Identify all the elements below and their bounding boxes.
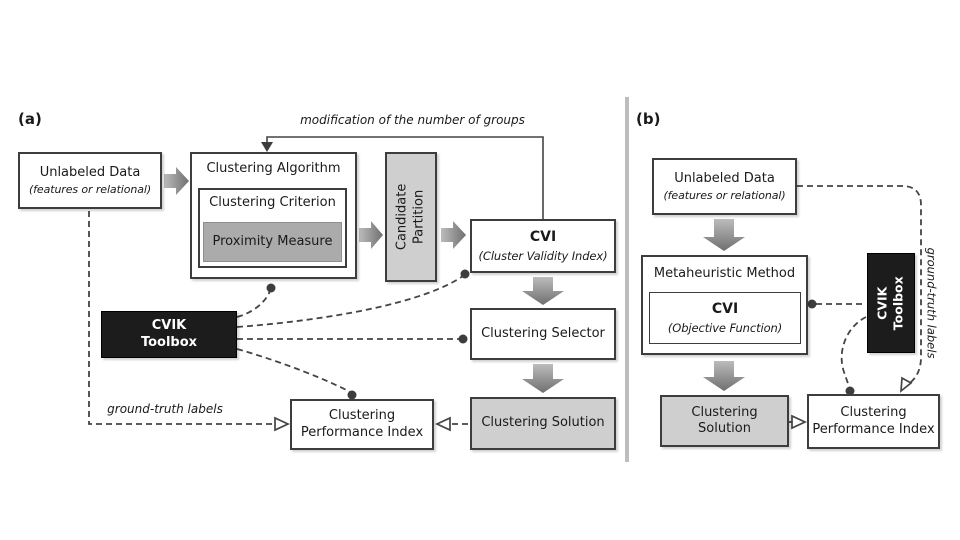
arrow-cvi-to-selector <box>522 277 564 305</box>
unlabeled-data-subtitle-a: (features or relational) <box>28 182 152 196</box>
arrowhead-into-performance-right-a <box>434 416 451 432</box>
clustering-solution-title-a: Clustering Solution <box>481 415 605 431</box>
panel-divider <box>625 97 629 462</box>
box-cvi-a: CVI (Cluster Validity Index) <box>470 219 616 273</box>
box-unlabeled-data-b: Unlabeled Data (features or relational) <box>652 158 797 215</box>
ground-truth-label-a: ground-truth labels <box>107 402 223 416</box>
box-cvik-toolbox-a: CVIK Toolbox <box>101 311 237 358</box>
arrow-unlabeled-to-metaheuristic <box>703 219 745 251</box>
link-cvik-to-cvi <box>236 275 464 328</box>
clustering-solution-title-b: Clustering Solution <box>691 404 758 436</box>
link-cvik-to-algorithm <box>236 290 271 318</box>
box-proximity-measure: Proximity Measure <box>203 222 342 262</box>
clustering-algorithm-title: Clustering Algorithm <box>206 161 341 176</box>
proximity-measure-title: Proximity Measure <box>212 233 333 249</box>
arrowhead-groundtruth-a <box>274 416 291 432</box>
unlabeled-data-title-a: Unlabeled Data <box>39 164 141 180</box>
metaheuristic-method-title: Metaheuristic Method <box>653 266 796 281</box>
ground-truth-label-b-wrap: ground-truth labels <box>917 225 945 380</box>
box-performance-index-a: Clustering Performance Index <box>290 399 434 450</box>
arrow-selector-to-solution <box>522 364 564 393</box>
cvi-subtitle-b: (Objective Function) <box>667 320 783 335</box>
box-clustering-solution-b: Clustering Solution <box>660 395 789 447</box>
link-cvik-to-performance <box>236 348 351 393</box>
arrowhead-groundtruth-b <box>900 376 913 393</box>
box-performance-index-b: Clustering Performance Index <box>807 394 940 449</box>
candidate-partition-title: Candidate Partition <box>394 183 426 251</box>
box-cvi-b: CVI (Objective Function) <box>649 292 801 344</box>
clustering-criterion-title: Clustering Criterion <box>209 195 336 210</box>
box-unlabeled-data-a: Unlabeled Data (features or relational) <box>18 152 162 209</box>
feedback-arrowhead <box>261 142 273 152</box>
performance-index-title-b: Clustering Performance Index <box>812 405 935 437</box>
box-cvik-toolbox-b: CVIK Toolbox <box>867 253 915 353</box>
arrow-unlabeled-to-algorithm <box>164 167 189 195</box>
box-clustering-selector: Clustering Selector <box>470 308 616 360</box>
unlabeled-data-subtitle-b: (features or relational) <box>663 188 786 202</box>
cvik-toolbox-title-a: CVIK Toolbox <box>140 318 198 350</box>
arrow-candidate-to-cvi <box>441 221 466 249</box>
ground-truth-label-b: ground-truth labels <box>924 247 938 358</box>
clustering-selector-title: Clustering Selector <box>481 325 605 341</box>
cvi-title-a: CVI <box>529 229 557 246</box>
cvik-toolbox-title-b: CVIK Toolbox <box>874 276 906 330</box>
cvi-subtitle-a: (Cluster Validity Index) <box>478 248 608 263</box>
panel-b-label: (b) <box>636 110 661 128</box>
panel-a-label: (a) <box>18 110 42 128</box>
performance-index-title-a: Clustering Performance Index <box>300 408 424 440</box>
unlabeled-data-title-b: Unlabeled Data <box>674 170 775 186</box>
arrow-algorithm-to-candidate <box>359 221 383 249</box>
box-candidate-partition: Candidate Partition <box>385 152 437 282</box>
arrow-metaheuristic-to-solution <box>703 361 745 391</box>
cvi-title-b: CVI <box>711 301 739 318</box>
link-cvik-to-performance-b <box>840 316 867 390</box>
arrowhead-into-performance-b <box>791 414 808 430</box>
feedback-label: modification of the number of groups <box>300 113 525 127</box>
box-clustering-solution-a: Clustering Solution <box>470 397 616 450</box>
